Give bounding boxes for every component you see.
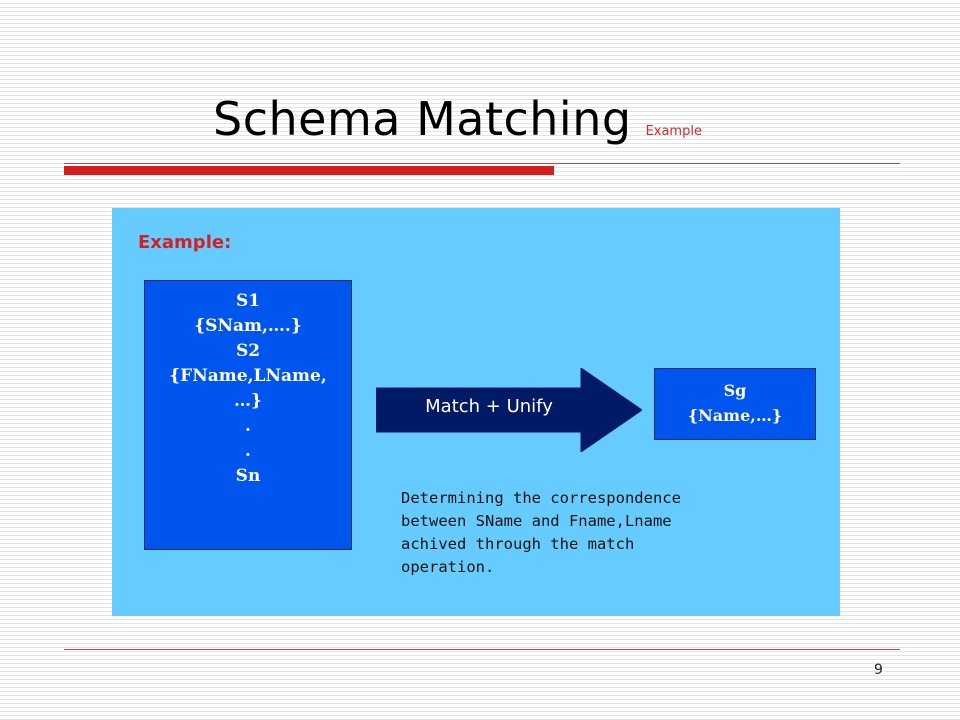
- target-line: Sg: [723, 381, 747, 400]
- source-line: {FName,LName,: [169, 366, 327, 386]
- arrow-label: Match + Unify: [425, 396, 553, 417]
- source-line: S1: [235, 291, 261, 311]
- panel-heading: Example:: [138, 232, 232, 253]
- description-line: between SName and Fname,Lname: [401, 512, 672, 530]
- description-line: Determining the correspondence: [401, 489, 681, 507]
- source-line: Sn: [235, 466, 261, 486]
- source-schemas-box: S1 {SNam,….} S2 {FName,LName, …} . . Sn: [144, 280, 352, 550]
- match-unify-arrow: [376, 368, 642, 452]
- source-line: S2: [235, 341, 261, 361]
- description-text: Determining the correspondence between S…: [401, 487, 791, 579]
- source-line: …}: [234, 391, 262, 411]
- global-schema-box: Sg {Name,…}: [654, 368, 816, 440]
- source-line: .: [245, 416, 251, 436]
- target-line: {Name,…}: [687, 406, 783, 425]
- description-line: operation.: [401, 558, 495, 576]
- slide-title: Schema Matching: [213, 92, 632, 146]
- slide-title-row: Schema Matching Example: [213, 92, 702, 162]
- slide-subtitle: Example: [645, 124, 702, 139]
- source-line: {SNam,….}: [194, 316, 302, 336]
- title-rule-thick: [64, 166, 554, 175]
- description-line: achived through the match: [401, 535, 635, 553]
- right-arrow-icon: [376, 368, 642, 452]
- footer-rule: [64, 649, 900, 650]
- title-rule-thin: [64, 163, 900, 164]
- page-number: 9: [874, 662, 883, 678]
- source-line: .: [245, 441, 251, 461]
